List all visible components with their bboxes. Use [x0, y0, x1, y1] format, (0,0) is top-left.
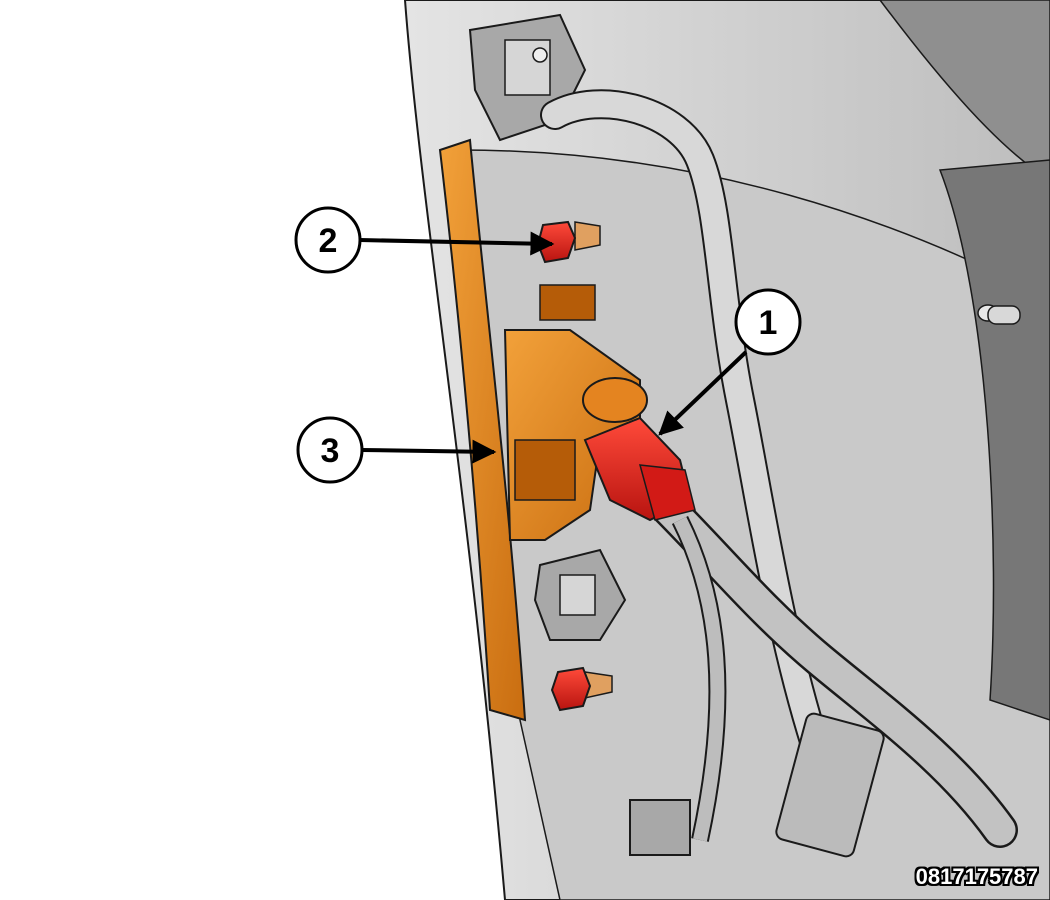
callout-1-circle: [734, 288, 802, 356]
callout-2-number: 2: [319, 222, 338, 260]
callout-2-circle: [294, 206, 362, 274]
callout-3-circle: [296, 416, 364, 484]
callout-3-leader: [361, 439, 497, 464]
callout-2: 2: [294, 206, 555, 274]
callout-3-number: 3: [321, 432, 340, 470]
callout-1-number: 1: [759, 304, 778, 342]
mounting-stud: [977, 304, 1021, 325]
lower-retaining-nut: [550, 666, 613, 712]
electrical-connector: [583, 416, 696, 522]
bottom-connector: [629, 712, 885, 858]
callout-3: 3: [296, 416, 497, 484]
callout-2-leader: [359, 231, 555, 256]
figure-id: 0817175787: [915, 864, 1038, 889]
right-recess: [938, 159, 1050, 721]
lower-clip: [533, 548, 627, 641]
license-lamp-housing: [438, 138, 527, 722]
callout-1: 1: [658, 288, 802, 436]
callout-1-leader: [658, 350, 748, 436]
